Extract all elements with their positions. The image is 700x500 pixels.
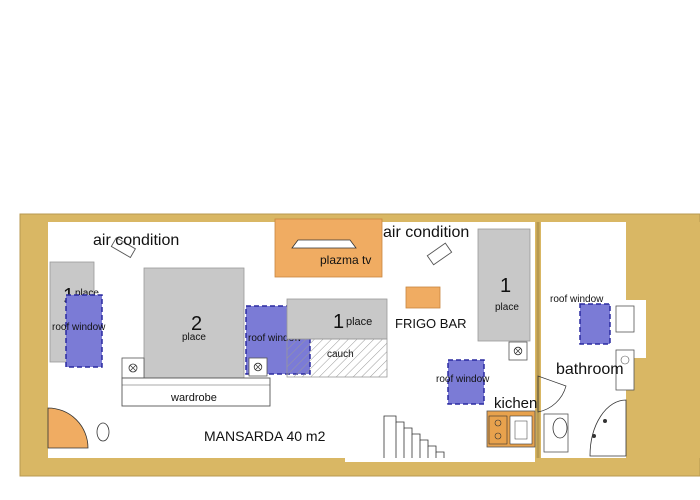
bottom-ledge bbox=[345, 458, 535, 462]
plan-title: MANSARDA 40 m2 bbox=[204, 428, 326, 444]
shower-drain bbox=[592, 434, 596, 438]
plazma-tv-label: plazma tv bbox=[320, 253, 371, 267]
couch bbox=[286, 338, 388, 378]
bed-center-number: 1 bbox=[333, 311, 344, 333]
bathroom-label: bathroom bbox=[556, 361, 624, 378]
roof-window-left-label: roof window bbox=[52, 322, 106, 333]
bed-right-number: 1 bbox=[500, 275, 511, 297]
air-condition-left-label: air condition bbox=[93, 232, 179, 249]
sink-basin bbox=[514, 420, 528, 440]
door-swing-icon bbox=[47, 407, 89, 449]
air-conditioner-right-icon bbox=[426, 242, 453, 266]
bed-right-text: place bbox=[495, 302, 519, 313]
air-conditioner-left-icon bbox=[110, 237, 137, 259]
roof-window-kitchen-label: roof window bbox=[436, 374, 490, 385]
frigo-bar bbox=[405, 286, 441, 309]
roof-window-bathroom-label: roof window bbox=[550, 294, 604, 305]
chair-icon bbox=[96, 422, 110, 442]
bed-center-text: place bbox=[346, 316, 372, 328]
burner bbox=[494, 432, 502, 440]
lamp-icon bbox=[128, 363, 138, 373]
bed-left-text: place bbox=[75, 288, 99, 299]
kitchen-stove-icon bbox=[488, 415, 508, 445]
bed-right bbox=[477, 228, 531, 342]
roof-window-left bbox=[65, 294, 103, 368]
shower-icon bbox=[589, 399, 627, 457]
bathroom-door-swing bbox=[537, 375, 567, 413]
washbasin-icon bbox=[615, 305, 635, 333]
lamp-cross bbox=[515, 348, 521, 354]
roof-window-kitchen bbox=[447, 359, 485, 405]
bed-double-number: 2 bbox=[191, 313, 202, 335]
bed-double-text: place bbox=[182, 332, 206, 343]
radiator-icon bbox=[615, 349, 635, 391]
wardrobe-label: wardrobe bbox=[170, 392, 217, 404]
kitchen-label: kichen bbox=[494, 395, 537, 412]
wardrobe bbox=[121, 377, 271, 407]
lamp-icon bbox=[253, 362, 263, 372]
toilet-icon bbox=[552, 417, 568, 439]
lamp-cross bbox=[129, 364, 137, 372]
roof-window-bathroom bbox=[579, 303, 611, 345]
tv-screen-icon bbox=[291, 239, 357, 249]
burner bbox=[494, 419, 502, 427]
staircase bbox=[383, 415, 445, 458]
lamp-icon bbox=[513, 346, 523, 356]
couch-label: cauch bbox=[327, 349, 354, 360]
frigo-bar-label: FRIGO BAR bbox=[395, 316, 467, 331]
lamp-cross bbox=[255, 364, 261, 370]
radiator-knob bbox=[620, 355, 630, 365]
shower-drain bbox=[603, 419, 607, 423]
roof-window-center-label: roof window bbox=[248, 333, 302, 344]
bed-center bbox=[286, 298, 388, 340]
bed-double bbox=[143, 267, 245, 379]
air-condition-right-label: air condition bbox=[383, 224, 469, 241]
